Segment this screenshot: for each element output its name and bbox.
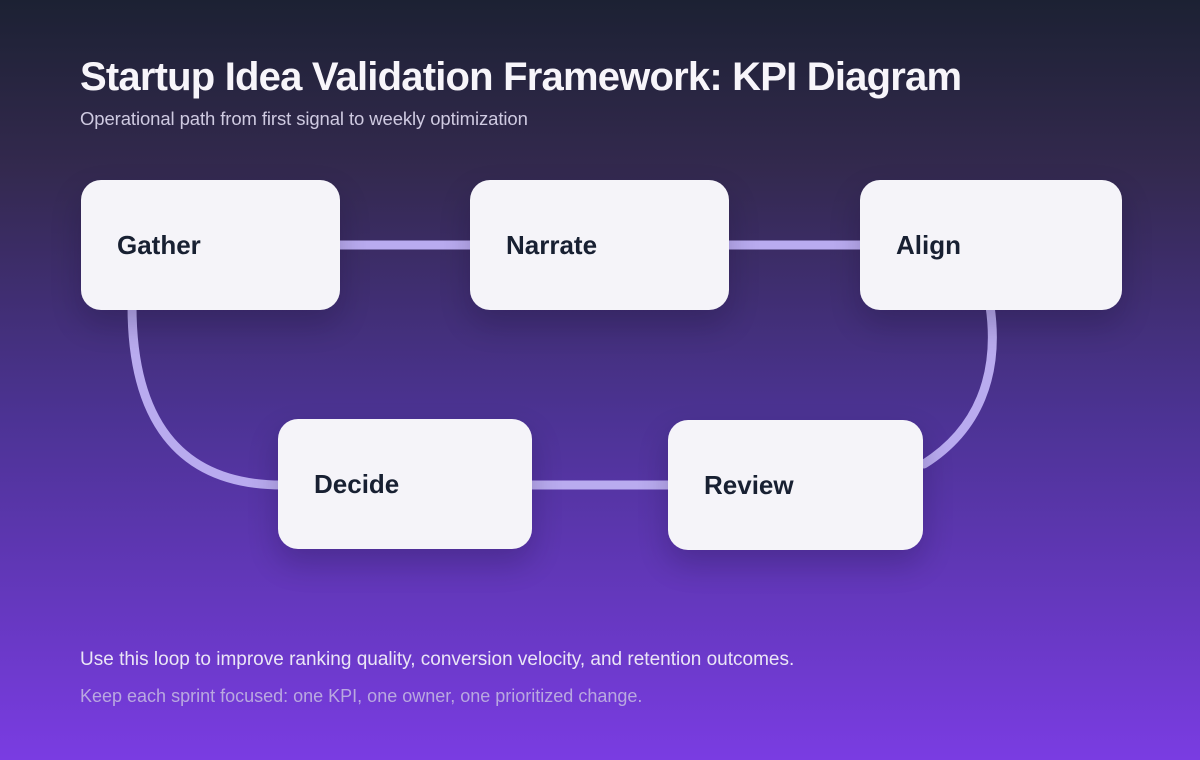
node-label: Decide bbox=[314, 468, 400, 499]
node-label: Narrate bbox=[506, 229, 598, 260]
diagram-node-narrate: Narrate bbox=[470, 180, 729, 310]
page-subtitle: Operational path from first signal to we… bbox=[80, 108, 528, 129]
footer-primary-text: Use this loop to improve ranking quality… bbox=[80, 649, 795, 670]
node-label: Align bbox=[896, 229, 961, 260]
page-title: Startup Idea Validation Framework: KPI D… bbox=[80, 55, 962, 99]
diagram-node-review: Review bbox=[668, 420, 923, 550]
footer-secondary-text: Keep each sprint focused: one KPI, one o… bbox=[80, 686, 643, 706]
connector-align-review-curve bbox=[919, 301, 997, 469]
diagram-node-gather: Gather bbox=[81, 180, 340, 310]
node-label: Gather bbox=[117, 229, 201, 260]
node-label: Review bbox=[704, 469, 794, 500]
diagram-node-align: Align bbox=[860, 180, 1122, 310]
diagram-node-decide: Decide bbox=[278, 419, 532, 549]
connector-gather-decide-curve bbox=[127, 301, 287, 490]
